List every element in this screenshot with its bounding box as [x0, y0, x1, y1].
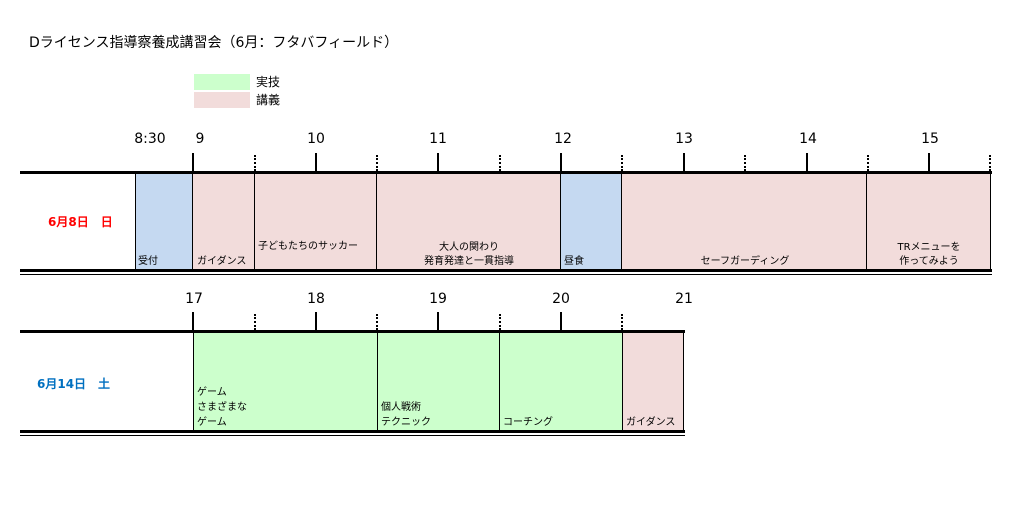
row-top-rule [20, 171, 992, 174]
session-label-line1: 大人の関わり [439, 242, 499, 253]
day1-label: 6月8日 日 [48, 215, 113, 229]
tick-minor [376, 155, 378, 171]
tick-minor [499, 155, 501, 171]
hour-label: 18 [307, 291, 325, 307]
hour-label: 8:30 [134, 131, 166, 147]
tick-minor [254, 155, 256, 171]
hour-label: 10 [307, 131, 325, 147]
tick-minor [499, 314, 501, 330]
session-label: ガイダンス [626, 417, 676, 428]
tick-major [683, 153, 685, 171]
hour-label: 15 [921, 131, 939, 147]
tick-major [315, 312, 317, 330]
block-left-edge [135, 174, 136, 269]
session-lunch [561, 174, 622, 269]
session-label-line1: TRメニューを [897, 242, 961, 253]
tick-major [437, 153, 439, 171]
tick-major [560, 312, 562, 330]
session-label: ガイダンス [197, 256, 247, 267]
session-label-line1: 個人戦術 [381, 402, 421, 413]
hour-label: 21 [675, 291, 693, 307]
tick-major [192, 312, 194, 330]
session-safeguarding [622, 174, 867, 269]
tick-major [806, 153, 808, 171]
tick-minor [621, 314, 623, 330]
session-label-line1: ゲーム [197, 387, 227, 398]
page-title: Dライセンス指導察養成講習会（6月：フタバフィールド） [29, 35, 399, 51]
hour-label: 11 [429, 131, 447, 147]
session-label: 昼食 [564, 256, 584, 267]
hour-label: 13 [675, 131, 693, 147]
session-label-line2: テクニック [381, 417, 431, 428]
session-children-soccer [255, 174, 377, 269]
legend-label-lecture: 講義 [256, 93, 281, 107]
legend-label-practical: 実技 [256, 75, 281, 89]
tick-minor [989, 155, 991, 171]
row-top-rule [20, 330, 685, 333]
session-adult-involvement [377, 174, 561, 269]
session-label: コーチング [503, 417, 553, 428]
row-bottom-rule-thin [20, 435, 685, 436]
legend-swatch-lecture [194, 92, 250, 108]
hour-label: 9 [195, 131, 205, 147]
tick-major [437, 312, 439, 330]
session-games [194, 333, 378, 430]
row-bottom-rule-thin [20, 274, 992, 275]
legend-swatch-practical [194, 74, 250, 90]
session-label: 子どもたちのサッカー [258, 241, 358, 252]
tick-minor [376, 314, 378, 330]
session-label-line2: さまざまな [197, 402, 247, 413]
session-guidance-2 [623, 333, 684, 430]
block-left-edge [193, 333, 194, 430]
tick-major [928, 153, 930, 171]
tick-minor [867, 155, 869, 171]
tick-major [192, 153, 194, 171]
tick-minor [621, 155, 623, 171]
session-tr-menu [867, 174, 991, 269]
session-reception [135, 174, 193, 269]
session-label: セーフガーディング [700, 256, 790, 267]
session-individual-tactics [378, 333, 500, 430]
tick-major [315, 153, 317, 171]
hour-label: 14 [799, 131, 817, 147]
row-bottom-rule [20, 430, 685, 433]
session-label-line3: ゲーム [197, 417, 227, 428]
session-coaching [500, 333, 623, 430]
session-label: 受付 [138, 256, 158, 267]
day2-label: 6月14日 土 [37, 377, 111, 391]
row-bottom-rule [20, 269, 992, 272]
hour-label: 17 [185, 291, 203, 307]
session-guidance [193, 174, 255, 269]
hour-label: 12 [554, 131, 572, 147]
session-label-line2: 作ってみよう [899, 256, 959, 267]
tick-minor [744, 155, 746, 171]
tick-minor [254, 314, 256, 330]
session-label-line2: 発育発達と一貫指導 [424, 256, 514, 267]
tick-major [560, 153, 562, 171]
hour-label: 20 [552, 291, 570, 307]
hour-label: 19 [429, 291, 447, 307]
